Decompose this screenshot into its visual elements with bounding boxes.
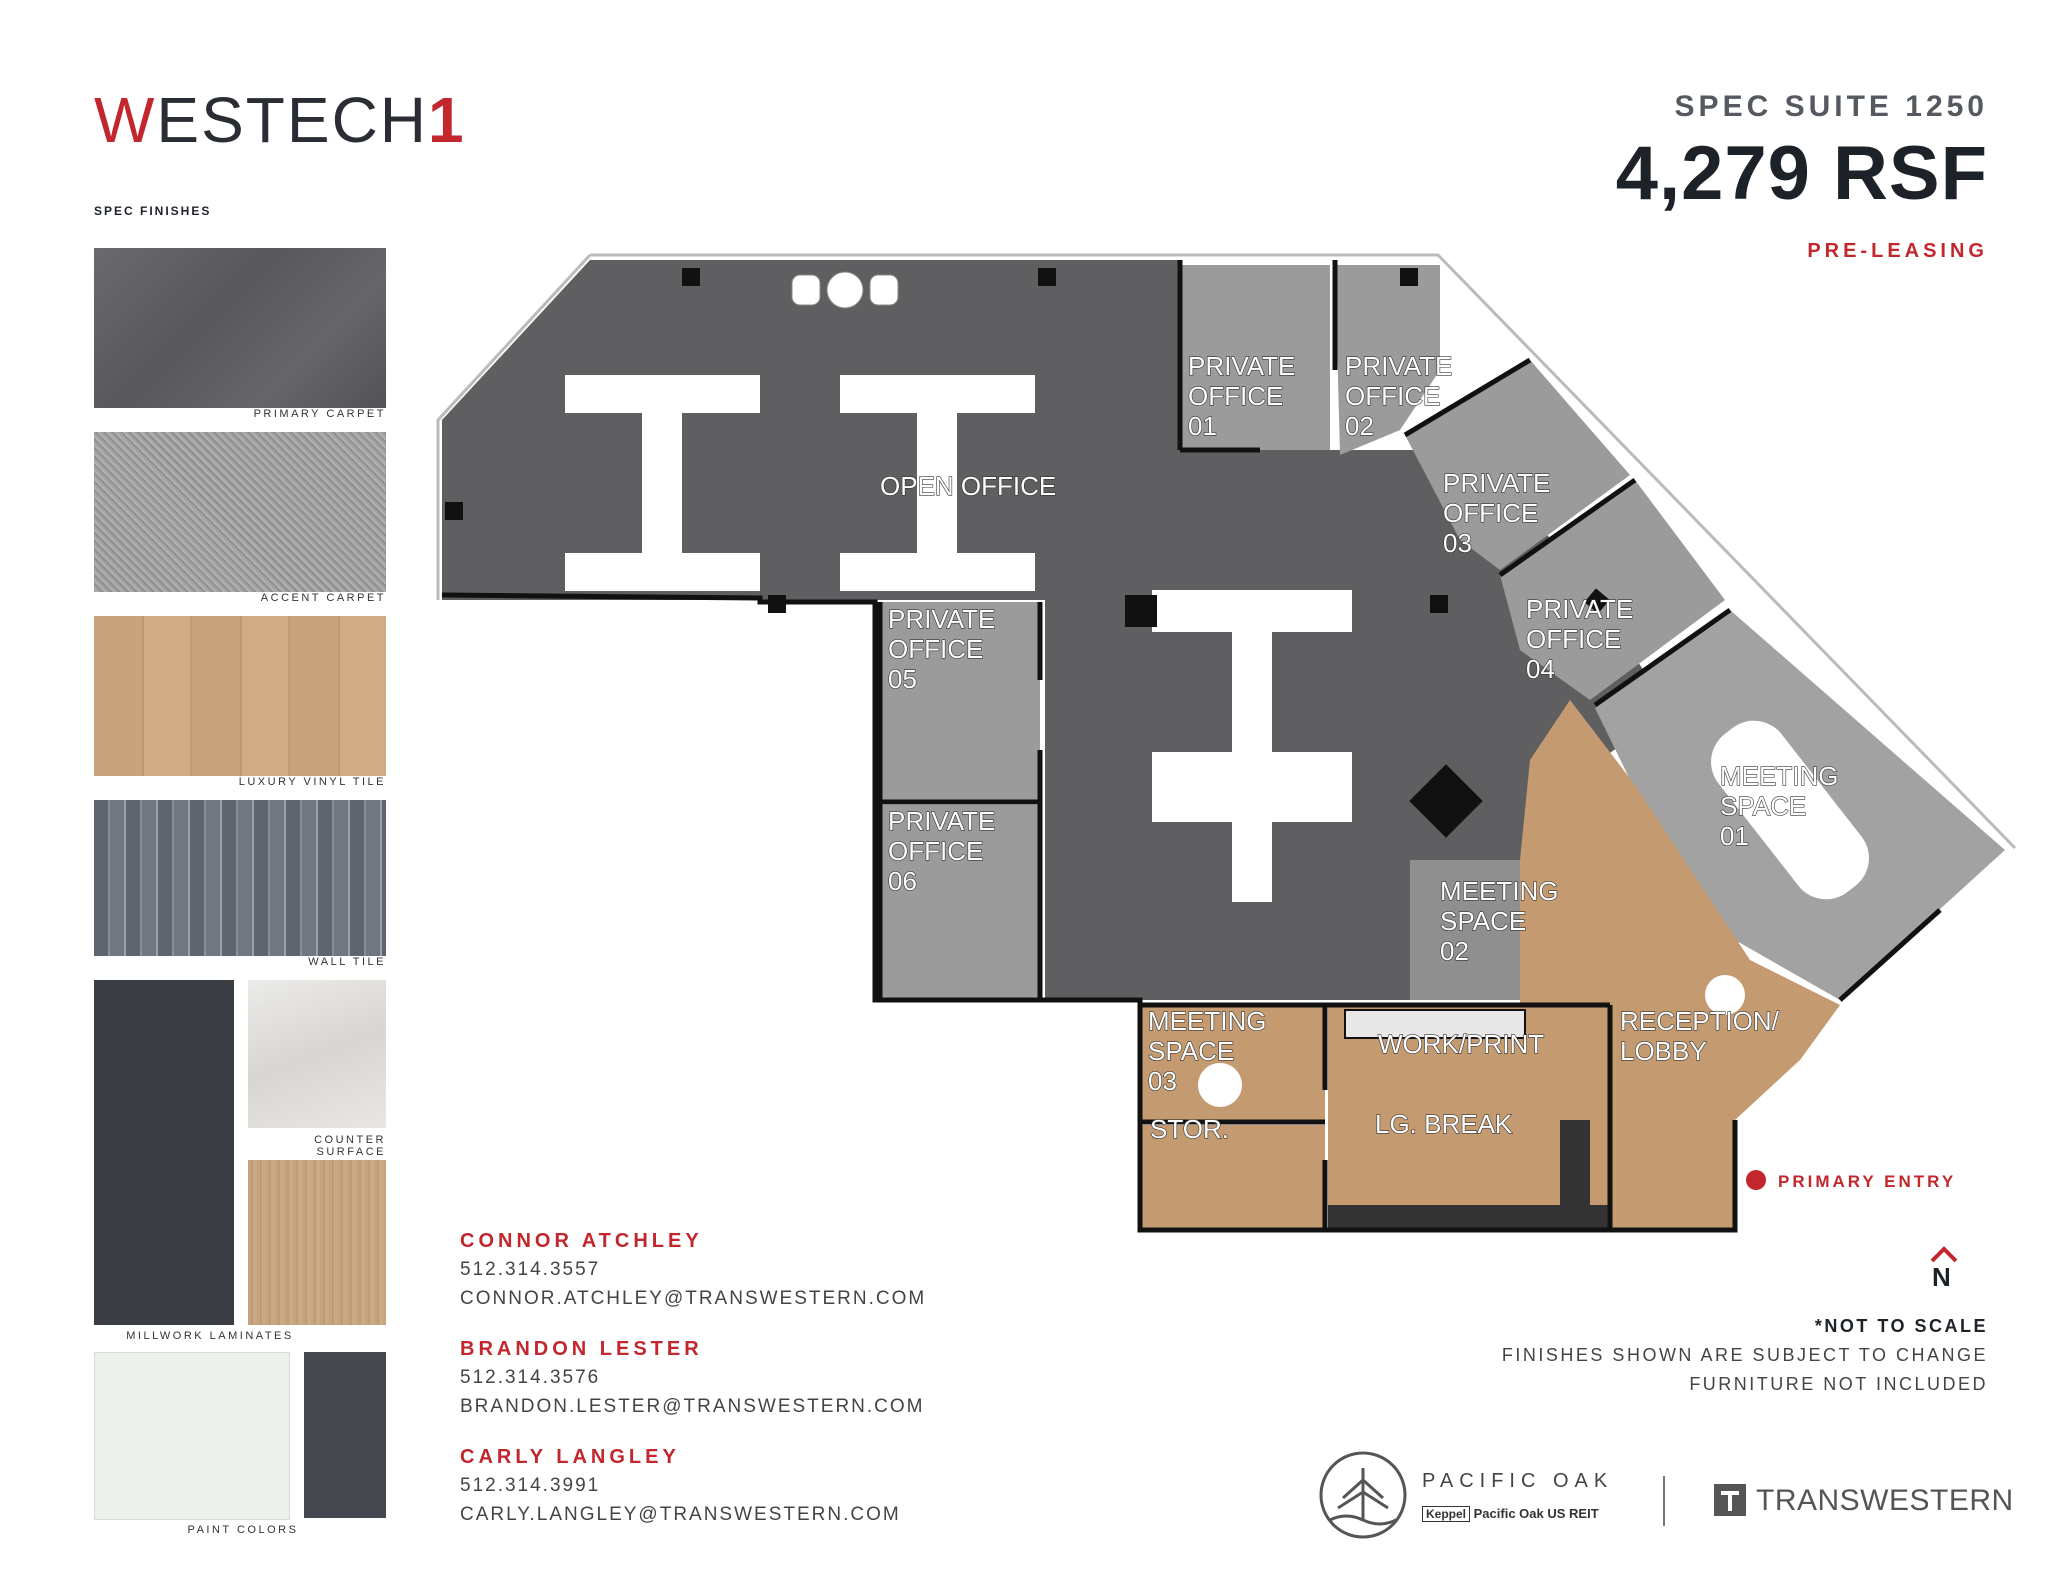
swatch-label-luxury-vinyl-tile: LUXURY VINYL TILE bbox=[94, 776, 386, 788]
swatch-paint-light bbox=[94, 1352, 290, 1520]
work-print-counter bbox=[1344, 1009, 1526, 1039]
meeting-table-03 bbox=[1198, 1063, 1242, 1107]
swatch-counter-surface bbox=[248, 980, 386, 1128]
contact-email-1[interactable]: CONNOR.ATCHLEY@TRANSWESTERN.COM bbox=[460, 1288, 927, 1309]
suite-area: 4,279 RSF bbox=[1615, 131, 1988, 216]
window-line-left bbox=[436, 253, 592, 600]
contact-email-3[interactable]: CARLY.LANGLEY@TRANSWESTERN.COM bbox=[460, 1504, 901, 1525]
partner-divider bbox=[1663, 1476, 1665, 1526]
private-office-04-floor bbox=[1500, 480, 1725, 700]
contact-name-1: CONNOR ATCHLEY bbox=[460, 1230, 703, 1252]
suite-status: PRE-LEASING bbox=[1807, 240, 1988, 262]
meeting-table-01 bbox=[1711, 720, 1869, 900]
swatch-luxury-vinyl-tile bbox=[94, 616, 386, 780]
contact-phone-1[interactable]: 512.314.3557 bbox=[460, 1259, 601, 1280]
transwestern-logo-icon bbox=[1714, 1484, 1746, 1516]
primary-entry-marker bbox=[1746, 1170, 1766, 1190]
desk-cluster-1 bbox=[565, 375, 760, 591]
contact-phone-2[interactable]: 512.314.3576 bbox=[460, 1367, 601, 1388]
spec-finishes-heading: SPEC FINISHES bbox=[94, 204, 212, 218]
westech-logo: WESTECH1 bbox=[94, 88, 466, 152]
open-office-floor bbox=[442, 260, 1670, 1000]
swatch-label-paint-colors: PAINT COLORS bbox=[187, 1524, 299, 1536]
north-label: N bbox=[1932, 1262, 1951, 1292]
swatch-label-primary-carpet: PRIMARY CARPET bbox=[94, 408, 386, 420]
contact-phone-3[interactable]: 512.314.3991 bbox=[460, 1475, 601, 1496]
columns bbox=[445, 268, 1610, 838]
transwestern-name: TRANSWESTERN bbox=[1756, 1484, 2014, 1517]
desk-cluster-3 bbox=[1152, 590, 1352, 902]
label-work-print: WORK/PRINT bbox=[1378, 1029, 1544, 1059]
swatch-label-wall-tile: WALL TILE bbox=[94, 956, 386, 968]
furniture-note: FURNITURE NOT INCLUDED bbox=[1689, 1374, 1988, 1394]
swatch-label-millwork-laminates: MILLWORK LAMINATES bbox=[126, 1330, 294, 1342]
walls bbox=[441, 260, 1942, 1233]
lounge-seating bbox=[791, 271, 899, 309]
swatch-primary-carpet bbox=[94, 248, 386, 412]
label-lg-break: LG. BREAK bbox=[1375, 1109, 1513, 1139]
contact-name-3: CARLY LANGLEY bbox=[460, 1446, 680, 1468]
window-line bbox=[590, 253, 2017, 850]
suite-title: SPEC SUITE 1250 bbox=[1674, 90, 1988, 123]
swatch-paint-dark bbox=[304, 1352, 386, 1518]
keppel-badge: Keppel bbox=[1422, 1506, 1471, 1522]
private-office-02-floor bbox=[1335, 265, 1440, 455]
swatch-accent-carpet bbox=[94, 432, 386, 596]
swatch-millwork-wood bbox=[248, 1160, 386, 1325]
pacific-oak-name: PACIFIC OAK bbox=[1422, 1470, 1614, 1492]
contact-name-2: BRANDON LESTER bbox=[460, 1338, 703, 1360]
label-storage: STOR. bbox=[1150, 1114, 1229, 1144]
private-office-03-floor bbox=[1405, 360, 1630, 570]
swatch-millwork-dark bbox=[94, 980, 234, 1325]
contact-email-2[interactable]: BRANDON.LESTER@TRANSWESTERN.COM bbox=[460, 1396, 925, 1417]
logo-number: 1 bbox=[428, 84, 466, 156]
pacific-oak-sub-text: Pacific Oak US REIT bbox=[1473, 1506, 1599, 1521]
private-office-01-floor bbox=[1180, 265, 1330, 450]
reception-table bbox=[1705, 975, 1745, 1015]
logo-text: ESTECH bbox=[156, 84, 428, 156]
swatch-label-accent-carpet: ACCENT CARPET bbox=[94, 592, 386, 604]
not-to-scale-note: *NOT TO SCALE bbox=[1814, 1316, 1988, 1336]
label-reception-lobby: RECEPTION/LOBBY bbox=[1620, 1006, 1780, 1066]
desk-cluster-2 bbox=[840, 375, 1035, 591]
primary-entry-label: PRIMARY ENTRY bbox=[1778, 1172, 1957, 1191]
private-office-05-floor bbox=[880, 602, 1040, 802]
swatch-wall-tile bbox=[94, 800, 386, 964]
label-open-office: OPEN OFFICE bbox=[880, 471, 1056, 501]
meeting-space-02-floor bbox=[1410, 860, 1520, 1000]
break-counter bbox=[1560, 1120, 1590, 1205]
logo-w: W bbox=[94, 84, 157, 156]
storage-floor bbox=[1140, 1125, 1325, 1230]
reception-floor bbox=[1520, 700, 1840, 1230]
finishes-note: FINISHES SHOWN ARE SUBJECT TO CHANGE bbox=[1501, 1345, 1988, 1365]
pacific-oak-sub: Keppel Pacific Oak US REIT bbox=[1422, 1506, 1599, 1522]
break-counter-bottom bbox=[1328, 1205, 1610, 1230]
pacific-oak-emblem-icon bbox=[1319, 1451, 1407, 1539]
north-arrow-icon bbox=[1930, 1246, 1958, 1263]
private-office-06-floor bbox=[880, 805, 1040, 1000]
swatch-label-counter-surface: COUNTER SURFACE bbox=[314, 1134, 386, 1158]
